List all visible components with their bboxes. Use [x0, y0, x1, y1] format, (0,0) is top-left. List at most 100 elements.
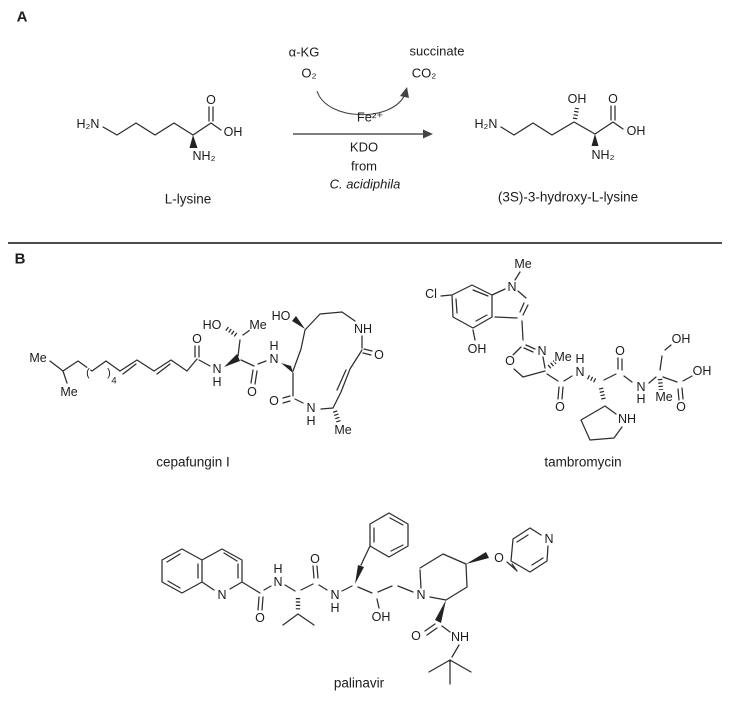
- hashed-wedge: [598, 387, 607, 402]
- atom-label: N: [212, 362, 221, 376]
- atom-label: H₂N: [475, 117, 498, 131]
- atom-label: H: [273, 562, 282, 576]
- atom-label: O: [192, 332, 202, 346]
- reagent-bottom-label: O₂: [301, 66, 316, 81]
- atom-label: Me: [60, 385, 77, 399]
- from-word: from: [351, 159, 377, 174]
- atom-label: H: [212, 375, 221, 389]
- cofactor-arc: [316, 90, 406, 116]
- wedge-bond: [591, 134, 599, 146]
- atom-label: O: [310, 552, 320, 566]
- wedge-bond: [292, 316, 305, 329]
- atom-label: Me: [334, 423, 351, 437]
- wedge-bond: [466, 552, 489, 564]
- hashed-wedge: [332, 410, 342, 424]
- panel-a-label: A: [17, 9, 28, 26]
- hashed-wedge: [224, 326, 238, 337]
- hashed-wedge: [587, 375, 597, 383]
- panel-b-label: B: [15, 251, 26, 268]
- atom-label: Me: [655, 390, 672, 404]
- substrate-caption: L-lysine: [165, 192, 212, 207]
- cepafungin-caption: cepafungin I: [156, 455, 230, 470]
- atom-label: N: [575, 365, 584, 379]
- bond-lines: [102, 106, 222, 136]
- atom-label: O: [269, 394, 279, 408]
- reagent-top-label: α-KG: [289, 45, 320, 60]
- atom-label: O: [411, 629, 421, 643]
- structure-l-lysine: H₂N O OH NH₂: [75, 92, 244, 165]
- atom-label: H₂N: [77, 117, 100, 131]
- atom-label: OH: [568, 92, 587, 106]
- atom-label: OH: [224, 125, 243, 139]
- reaction-arrow: α-KG O₂ succinate CO₂ Fe²⁺ KDO from C. a…: [289, 44, 465, 192]
- atom-label: N: [273, 575, 282, 589]
- hashed-wedge: [657, 378, 664, 391]
- atom-label: O: [247, 385, 257, 399]
- atom-label: H: [269, 339, 278, 353]
- atom-label: N: [544, 532, 553, 546]
- wedge-bond: [355, 565, 364, 584]
- arrowhead-up-icon: [400, 87, 409, 98]
- bond-lines: [500, 105, 624, 136]
- atom-label: H: [306, 414, 315, 428]
- wedge-bond: [281, 363, 293, 373]
- atom-label: NH: [618, 412, 636, 426]
- structure-hydroxy-l-lysine: H₂N OH O OH NH₂: [473, 91, 647, 164]
- bond-lines: [440, 271, 693, 441]
- atom-label: N: [507, 280, 516, 294]
- atom-label: O: [555, 400, 565, 414]
- reaction-scheme: H₂N O OH NH₂ α-KG O₂ succinate CO₂ Fe²⁺ KDO…: [75, 44, 647, 207]
- atom-label: H: [636, 392, 645, 406]
- atom-label: O: [374, 348, 384, 362]
- wedge-bond: [224, 354, 240, 367]
- bond-lines: [49, 311, 373, 410]
- atom-label: Me: [514, 257, 531, 271]
- atom-label: HO: [203, 318, 222, 332]
- atom-label: Me: [554, 350, 571, 364]
- product-caption: (3S)-3-hydroxy-L-lysine: [498, 190, 638, 205]
- atom-label: N: [269, 352, 278, 366]
- cofactor-label: Fe²⁺: [357, 110, 383, 125]
- atom-label: O: [676, 400, 686, 414]
- atom-label: H: [575, 352, 584, 366]
- atom-label: NH₂: [193, 149, 216, 163]
- bond-lines: [161, 512, 549, 685]
- atom-label: O: [615, 344, 625, 358]
- wedge-bond: [435, 600, 446, 623]
- atom-label: N: [330, 588, 339, 602]
- atom-label: N: [306, 401, 315, 415]
- atom-label: OH: [372, 610, 391, 624]
- atom-label: 4: [111, 376, 116, 387]
- palinavir-caption: palinavir: [334, 676, 385, 691]
- atom-label: OH: [672, 332, 691, 346]
- atom-label: N: [217, 588, 226, 602]
- atom-label: Cl: [425, 287, 437, 301]
- atom-label: O: [608, 92, 618, 106]
- tambromycin-caption: tambromycin: [544, 455, 621, 470]
- atom-label: Me: [249, 318, 266, 332]
- product-top-label: succinate: [410, 44, 465, 59]
- atom-label: Me: [29, 351, 46, 365]
- arrowhead-right-icon: [423, 129, 433, 139]
- atom-label: O: [206, 93, 216, 107]
- hashed-wedge: [572, 107, 580, 120]
- enzyme-label: KDO: [350, 140, 378, 155]
- atom-label: NH: [451, 630, 469, 644]
- atom-label: O: [255, 611, 265, 625]
- atom-label: N: [416, 588, 425, 602]
- hashed-wedge: [547, 359, 558, 369]
- atom-label: N: [537, 344, 546, 358]
- atom-label: ): [107, 367, 111, 379]
- atom-label: N: [636, 380, 645, 394]
- atom-label: OH: [693, 364, 712, 378]
- organism-label: C. acidiphila: [330, 177, 401, 192]
- atom-label: O: [494, 551, 504, 565]
- atom-label: OH: [627, 124, 646, 138]
- atom-label: NH₂: [592, 148, 615, 162]
- atom-label: H: [330, 601, 339, 615]
